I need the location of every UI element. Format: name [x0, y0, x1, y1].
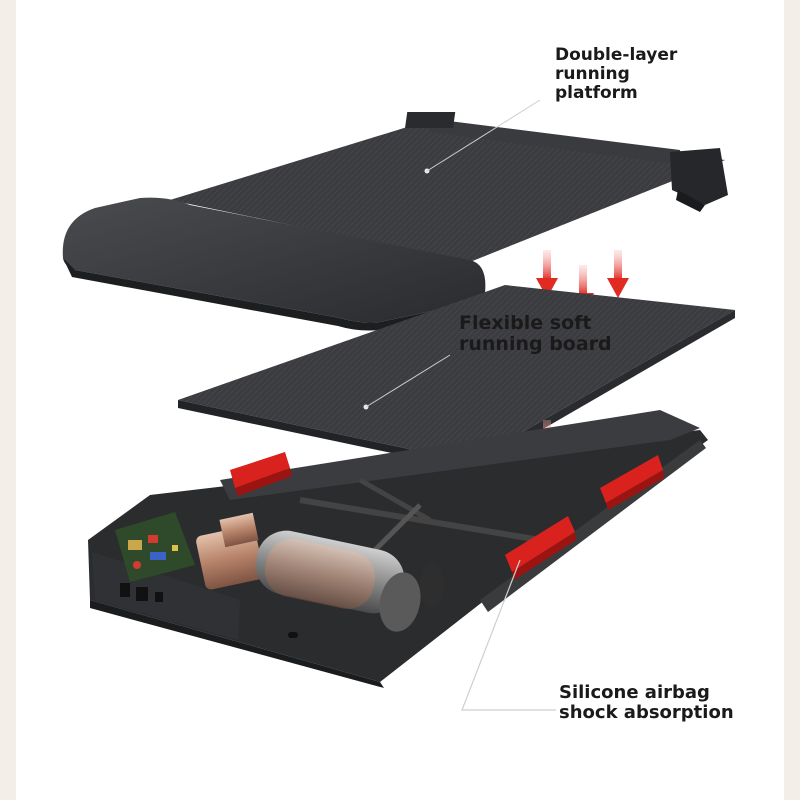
label-flexible-running-board: Flexible soft running board	[459, 312, 612, 356]
control-circuit-board	[115, 512, 195, 582]
airbag-leader-line	[461, 559, 556, 711]
platform-side-rail	[425, 118, 682, 165]
label-double-layer-platform: Double-layer running platform	[555, 45, 678, 104]
down-arrow-icon	[607, 250, 629, 298]
label-line: Silicone airbag	[559, 682, 710, 703]
label-line: Double-layer	[555, 45, 678, 65]
platform-front-housing	[62, 197, 486, 323]
label-line: running	[555, 64, 630, 85]
platform-end-cap	[670, 148, 728, 205]
label-line: shock absorption	[559, 702, 734, 724]
frame-crossbar	[299, 497, 541, 543]
platform-top-clip	[405, 112, 456, 128]
board-surface	[178, 285, 735, 462]
board-leader-line	[365, 354, 451, 408]
base-frame	[88, 410, 708, 711]
frame-rail-back	[220, 410, 700, 500]
label-silicone-airbag: Silicone airbag shock absorption	[559, 682, 734, 724]
running-platform	[62, 99, 728, 331]
drive-roller	[255, 530, 444, 632]
platform-leader-line	[426, 99, 541, 172]
lock-slot	[288, 632, 298, 638]
power-port	[120, 583, 130, 597]
drive-motor	[196, 512, 265, 590]
label-line: Flexible soft	[459, 312, 592, 334]
switch-port	[136, 587, 148, 601]
silicone-airbag	[505, 516, 576, 580]
label-line: platform	[555, 83, 638, 104]
down-arrow-icon	[536, 250, 558, 298]
silicone-airbag	[600, 455, 664, 510]
platform-belt-surface	[170, 120, 725, 262]
silicone-airbag	[230, 452, 292, 496]
label-line: running board	[459, 333, 612, 356]
